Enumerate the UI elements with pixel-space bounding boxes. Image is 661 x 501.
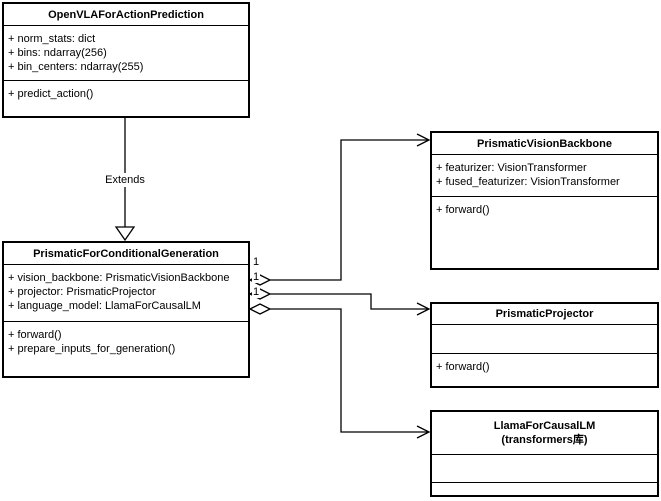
class-box-llama: LlamaForCausalLM (transformers库) — [430, 410, 659, 497]
attributes-compartment: + featurizer: VisionTransformer + fused_… — [432, 155, 657, 197]
attribute-line: + featurizer: VisionTransformer — [436, 162, 587, 174]
generalization-edge-extends — [114, 118, 136, 242]
attributes-compartment-empty — [432, 325, 657, 354]
methods-compartment: + predict_action() — [4, 81, 248, 116]
class-title: OpenVLAForActionPrediction — [4, 4, 248, 26]
aggregation-edge-vision-backbone — [248, 133, 431, 286]
methods-compartment: + forward() — [432, 197, 657, 268]
methods-compartment: + forward() + prepare_inputs_for_generat… — [4, 322, 248, 376]
method-line: + prepare_inputs_for_generation() — [8, 343, 176, 355]
aggregation-diamond — [248, 303, 272, 315]
class-title-text: OpenVLAForActionPrediction — [48, 8, 204, 21]
open-arrowhead — [416, 425, 431, 439]
open-arrowhead — [416, 302, 431, 316]
class-title-text: PrismaticForConditionalGeneration — [33, 247, 219, 260]
attribute-line: + projector: PrismaticProjector — [8, 286, 156, 298]
class-title: PrismaticProjector — [432, 304, 657, 325]
method-line: + predict_action() — [8, 88, 94, 100]
multiplicity-label-vision: 1 — [252, 256, 261, 268]
aggregation-edge-language-model — [248, 303, 431, 439]
attributes-compartment-empty — [432, 455, 657, 483]
class-box-vision-backbone: PrismaticVisionBackbone + featurizer: Vi… — [430, 131, 659, 270]
multiplicity-label-language-model: 1 — [252, 286, 261, 298]
method-line: + forward() — [8, 329, 62, 341]
attributes-compartment: + vision_backbone: PrismaticVisionBackbo… — [4, 265, 248, 322]
attribute-line: + vision_backbone: PrismaticVisionBackbo… — [8, 272, 230, 284]
class-title: LlamaForCausalLM (transformers库) — [432, 412, 657, 455]
attributes-compartment: + norm_stats: dict + bins: ndarray(256) … — [4, 26, 248, 81]
class-title-text: LlamaForCausalLM — [493, 420, 596, 432]
open-arrowhead — [416, 133, 431, 147]
class-title: PrismaticVisionBackbone — [432, 133, 657, 155]
method-line: + forward() — [436, 361, 490, 373]
attribute-line: + norm_stats: dict — [8, 33, 96, 45]
attribute-line: + bins: ndarray(256) — [8, 47, 107, 59]
extends-edge-label: Extends — [102, 173, 148, 187]
generalization-triangle-arrowhead — [114, 226, 136, 242]
class-box-prismatic: PrismaticForConditionalGeneration + visi… — [2, 241, 250, 378]
class-title: PrismaticForConditionalGeneration — [4, 243, 248, 265]
class-title-text: PrismaticVisionBackbone — [477, 137, 612, 150]
class-box-projector: PrismaticProjector + forward() — [430, 302, 659, 388]
class-title-text: PrismaticProjector — [495, 308, 594, 320]
attribute-line: + bin_centers: ndarray(255) — [8, 61, 144, 73]
class-subtitle-text: (transformers库) — [501, 434, 588, 446]
attribute-line: + fused_featurizer: VisionTransformer — [436, 176, 620, 188]
methods-compartment-empty — [432, 483, 657, 495]
aggregation-edge-projector — [248, 288, 431, 316]
methods-compartment: + forward() — [432, 354, 657, 386]
multiplicity-label-projector: 1 — [252, 271, 261, 283]
method-line: + forward() — [436, 204, 490, 216]
attribute-line: + language_model: LlamaForCausalLM — [8, 300, 201, 312]
class-box-openvla: OpenVLAForActionPrediction + norm_stats:… — [2, 2, 250, 118]
